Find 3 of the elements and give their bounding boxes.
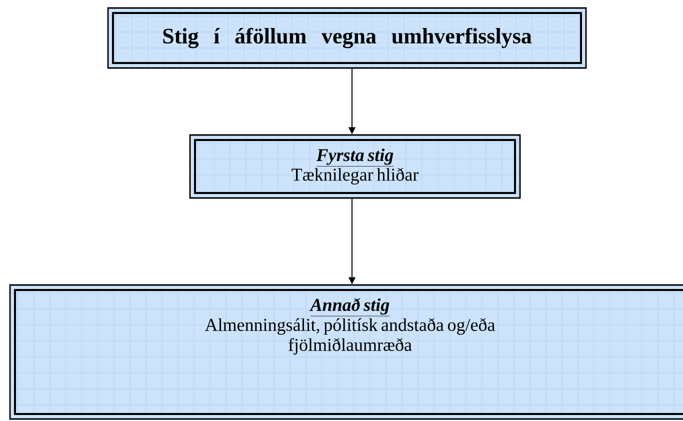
process-box: Fyrsta stig Tæknilegar hliðar bbox=[189, 134, 521, 199]
process-box: Stig í áföllum vegna umhverfisslysa bbox=[107, 7, 587, 69]
process-box: Annað stig Almenningsálit, pólitísk andstaða og/eða fjölmiðlaumræða bbox=[9, 284, 683, 420]
